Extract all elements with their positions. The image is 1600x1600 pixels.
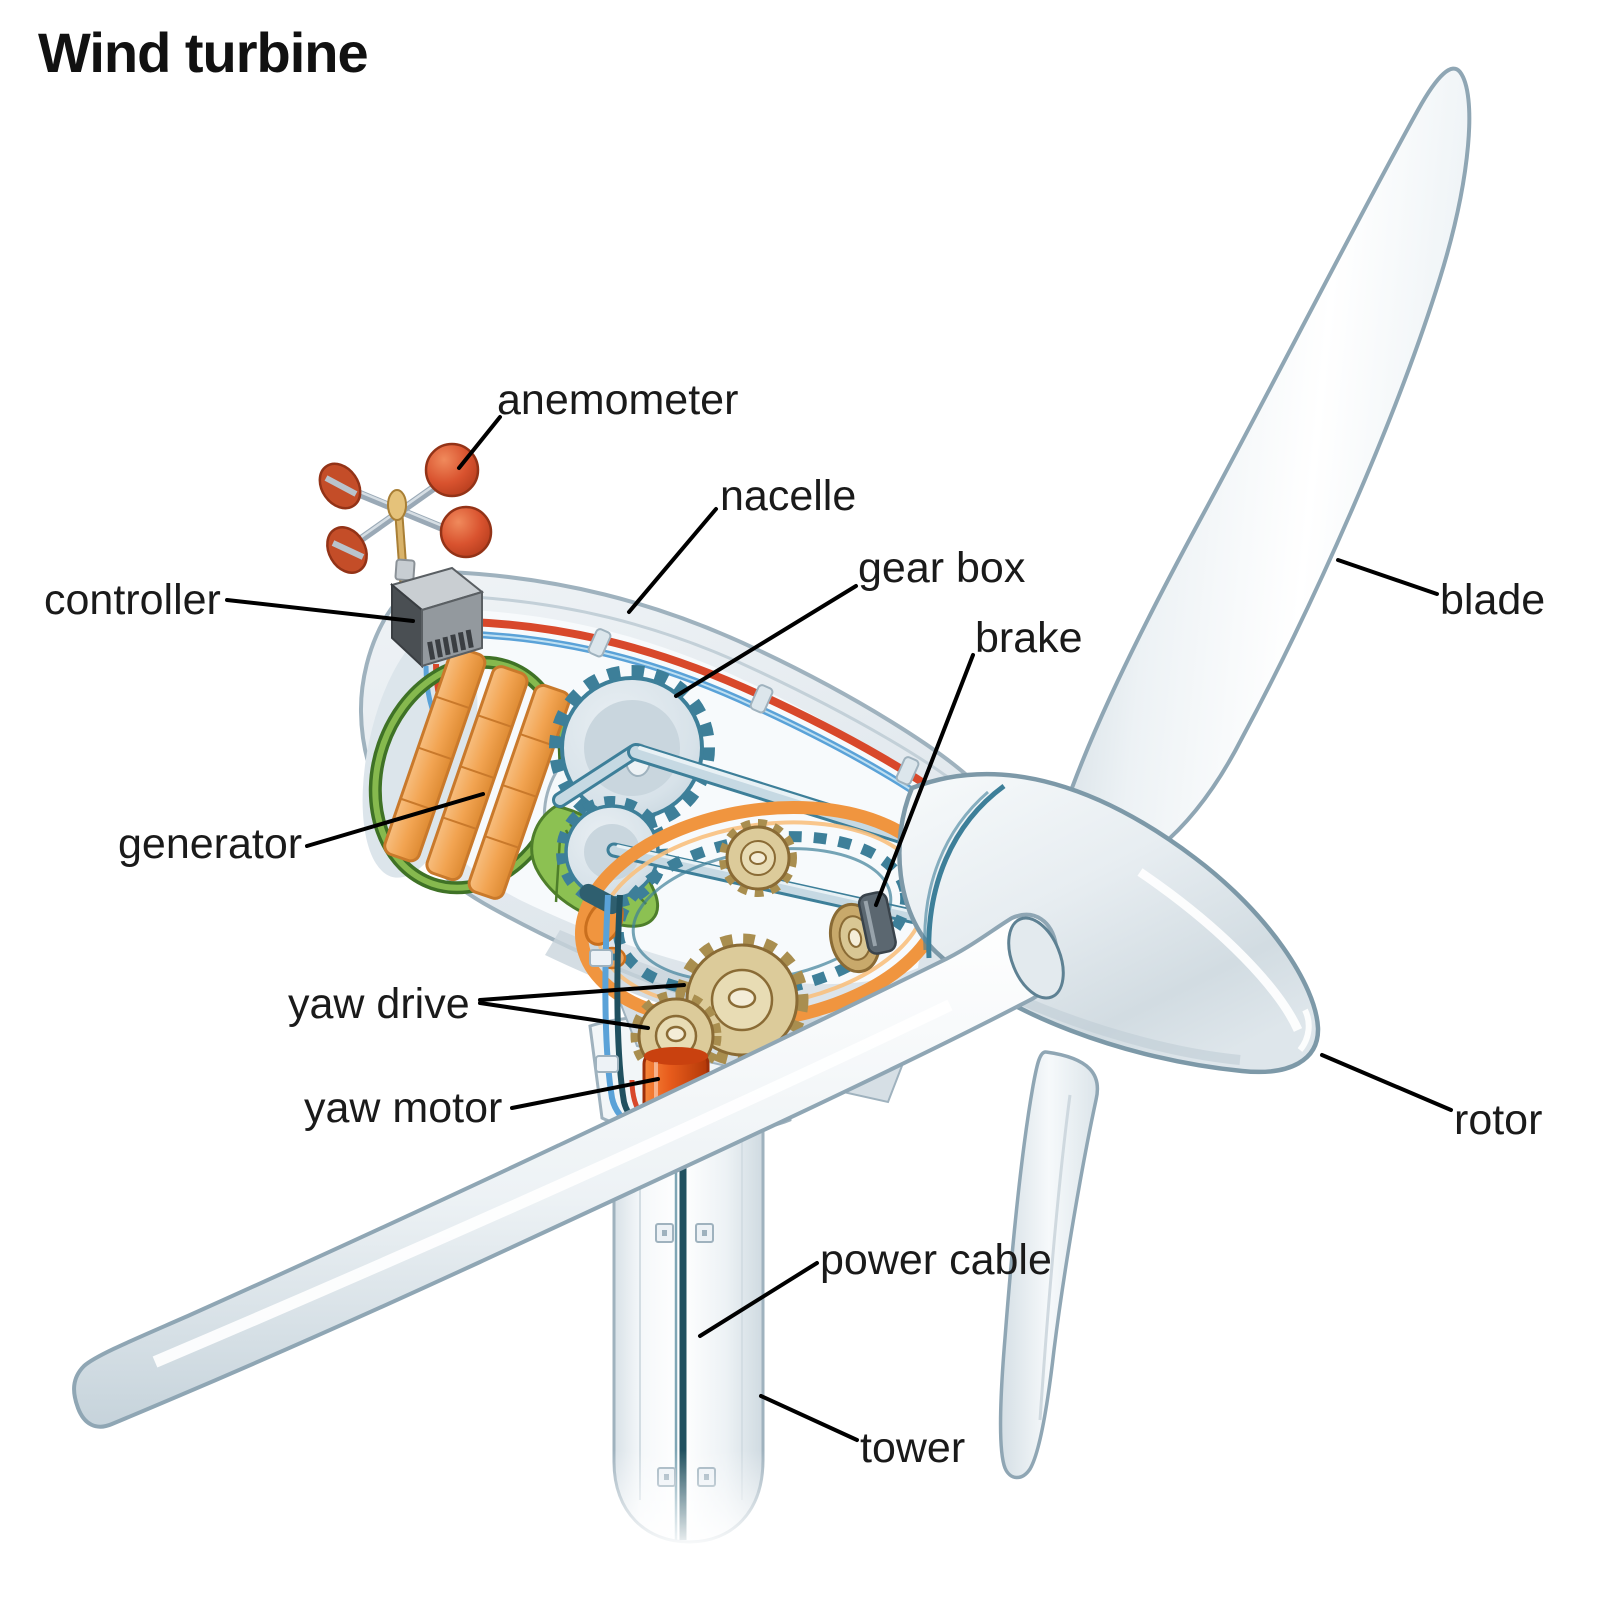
leader-tower bbox=[759, 1394, 859, 1442]
leader-generator bbox=[305, 792, 485, 848]
label-rotor: rotor bbox=[1454, 1096, 1543, 1144]
leader-yaw-drive-upper bbox=[478, 983, 686, 1002]
label-gear-box: gear box bbox=[858, 544, 1026, 592]
leader-controller bbox=[225, 598, 415, 623]
leader-yaw-drive-lower bbox=[478, 1001, 650, 1030]
label-blade: blade bbox=[1440, 576, 1546, 624]
brake-graphic bbox=[828, 891, 897, 974]
label-generator: generator bbox=[118, 820, 303, 868]
leader-nacelle bbox=[627, 507, 718, 614]
label-power-cable: power cable bbox=[820, 1236, 1052, 1284]
blade-lower-left bbox=[72, 912, 1065, 1429]
anemometer-graphic bbox=[318, 442, 493, 641]
leader-anemometer bbox=[457, 415, 502, 470]
leader-gear-box bbox=[674, 584, 858, 698]
yaw-pinion bbox=[719, 819, 797, 897]
leader-yaw-motor bbox=[510, 1077, 660, 1110]
label-yaw-motor: yaw motor bbox=[304, 1084, 503, 1132]
leader-blade bbox=[1336, 558, 1439, 596]
anemometer-cups bbox=[318, 442, 493, 574]
blade-upper bbox=[1047, 66, 1472, 883]
leader-brake bbox=[874, 653, 975, 907]
controller-graphic bbox=[389, 566, 485, 669]
tower-graphic bbox=[595, 1124, 785, 1570]
page-title: Wind turbine bbox=[38, 21, 369, 84]
label-tower: tower bbox=[860, 1424, 966, 1472]
leader-rotor bbox=[1320, 1053, 1453, 1112]
leader-lines bbox=[225, 415, 1453, 1442]
blade-down bbox=[998, 1050, 1100, 1480]
label-controller: controller bbox=[44, 576, 221, 624]
leader-power-cable bbox=[698, 1261, 819, 1338]
label-yaw-drive: yaw drive bbox=[288, 980, 470, 1028]
label-brake: brake bbox=[975, 614, 1083, 662]
label-anemometer: anemometer bbox=[497, 376, 739, 424]
label-nacelle: nacelle bbox=[720, 472, 857, 520]
